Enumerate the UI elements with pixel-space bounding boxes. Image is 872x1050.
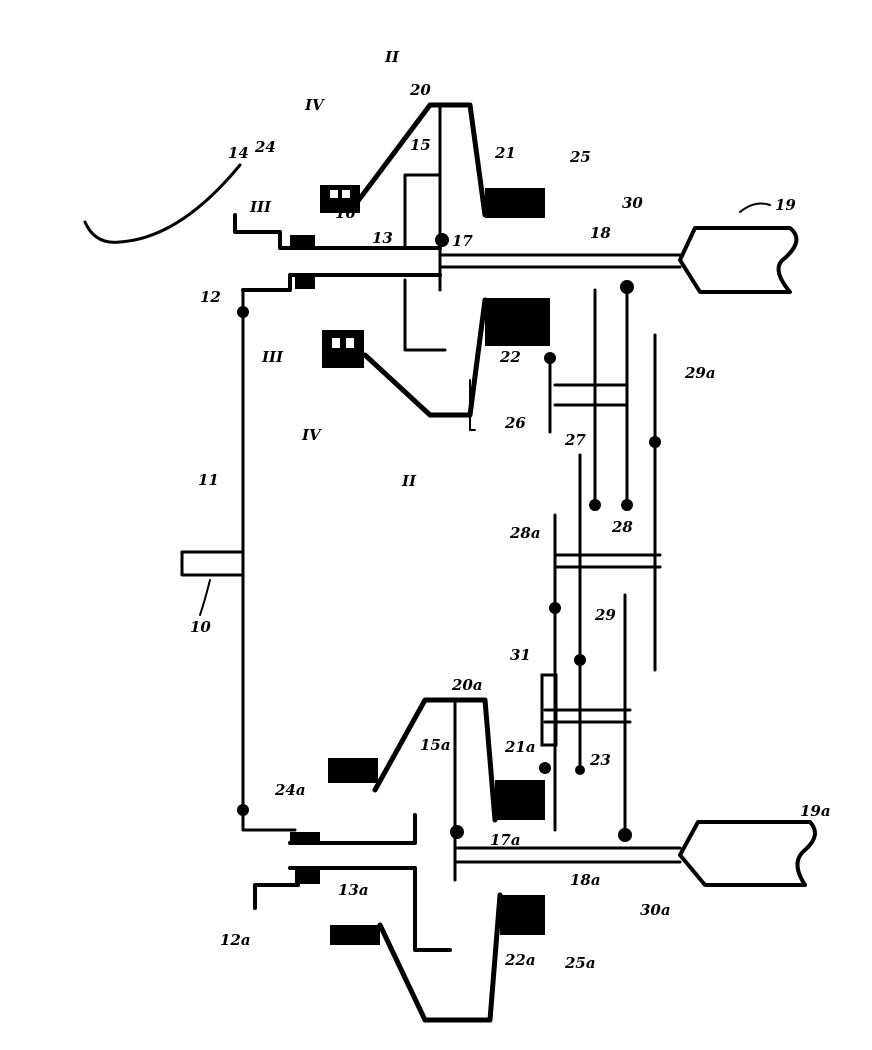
label-30a: 30a	[640, 901, 671, 919]
label-axle-lower: 18a	[570, 871, 601, 889]
label-section-II-top: II	[384, 48, 400, 66]
label-spring-end-lower: 25a	[564, 954, 596, 972]
label-frame: 11	[198, 471, 219, 489]
label-section-III-top: III	[249, 198, 272, 216]
label-13: 13	[372, 229, 393, 247]
label-carrier-lower: 20a	[451, 676, 483, 694]
label-30: 30	[622, 194, 643, 212]
label-tire-upper: 19	[775, 196, 796, 214]
tire-lower	[680, 822, 815, 885]
label-27: 27	[564, 431, 586, 449]
label-gear-upper: 17	[452, 232, 473, 250]
label-axle-upper: 18	[590, 224, 611, 242]
label-section-II-bottom: II	[401, 472, 417, 490]
drive-shaft	[182, 552, 243, 615]
label-bearing-lower: 24a	[274, 781, 306, 799]
label-hub-lower: 12a	[220, 931, 251, 949]
upper-hub	[235, 108, 680, 350]
lower-hub	[255, 700, 680, 1020]
label-29a: 29a	[684, 364, 716, 382]
label-15: 15	[410, 136, 431, 154]
label-section-IV-top: IV	[304, 96, 325, 114]
label-16: 16	[335, 204, 356, 222]
leader-19	[740, 204, 770, 212]
label-28: 28	[611, 518, 633, 536]
label-section-IV-bottom: IV	[301, 426, 322, 444]
label-cable: 14	[228, 144, 249, 162]
label-26: 26	[504, 414, 526, 432]
label-section-III-bottom: III	[261, 348, 284, 366]
label-block-upper: 22	[499, 348, 521, 366]
label-carrier-upper: 20	[409, 81, 431, 99]
label-hub-upper: 12	[200, 288, 221, 306]
label-31: 31	[510, 646, 531, 664]
label-bearing-upper: 24	[254, 138, 276, 156]
label-15a: 15a	[420, 736, 451, 754]
label-block-lower: 22a	[504, 951, 536, 969]
label-gear-lower: 17a	[490, 831, 521, 849]
label-spring-lower: 21a	[504, 738, 536, 756]
cable	[85, 165, 240, 242]
label-13a: 13a	[338, 881, 369, 899]
label-shaft: 10	[190, 618, 211, 636]
label-tire-lower: 19a	[800, 802, 831, 820]
tire-upper	[680, 228, 796, 292]
label-spring-upper: 21	[494, 144, 516, 162]
label-spring-end-upper: 25	[569, 148, 591, 166]
label-29: 29	[594, 606, 616, 624]
label-28a: 28a	[509, 524, 541, 542]
label-23: 23	[589, 751, 611, 769]
